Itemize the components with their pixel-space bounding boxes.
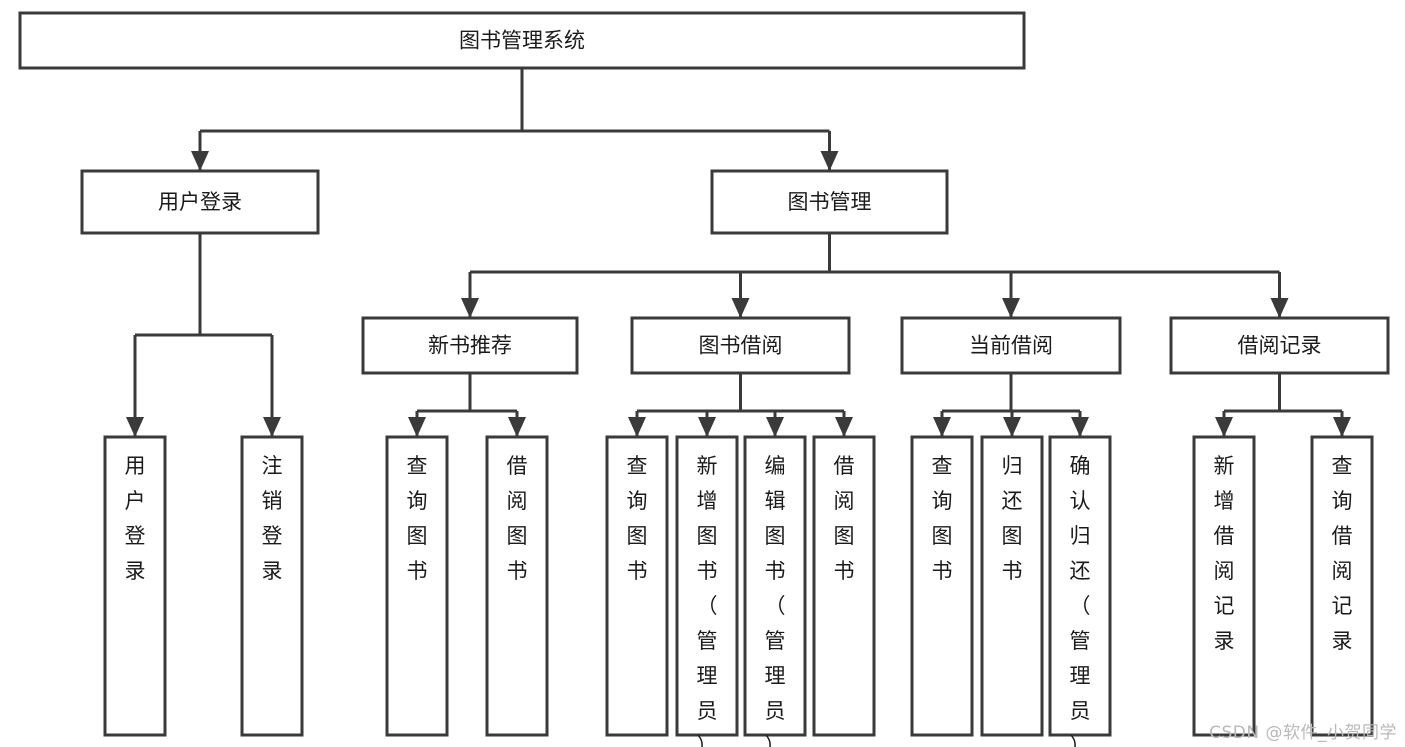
node-box[interactable] xyxy=(812,435,876,737)
node-label: 编辑图书（管理员） xyxy=(765,454,786,747)
node-查询图书[interactable]: 查询图书 xyxy=(385,435,449,737)
node-新增图书管理员[interactable]: 新增图书（管理员） xyxy=(675,435,739,747)
arrow-head-icon xyxy=(408,417,426,437)
node-label: 新增图书（管理员） xyxy=(697,454,718,747)
node-编辑图书管理员[interactable]: 编辑图书（管理员） xyxy=(743,435,807,747)
node-label: 查询图书 xyxy=(932,454,953,583)
node-box[interactable] xyxy=(385,435,449,737)
node-box[interactable] xyxy=(710,169,949,235)
connector-layer xyxy=(126,68,1351,437)
arrow-head-icon xyxy=(1215,417,1233,437)
arrow-head-icon xyxy=(933,417,951,437)
node-box[interactable] xyxy=(1310,435,1374,737)
arrow-head-icon xyxy=(835,417,853,437)
arrow-head-icon xyxy=(461,298,479,318)
arrow-head-icon xyxy=(508,417,526,437)
arrow-head-icon xyxy=(1003,417,1021,437)
node-查询图书[interactable]: 查询图书 xyxy=(605,435,669,737)
node-借阅图书[interactable]: 借阅图书 xyxy=(812,435,876,737)
node-box[interactable] xyxy=(1048,435,1112,737)
arrow-head-icon xyxy=(1270,298,1289,318)
node-确认归还管理员[interactable]: 确认归还（管理员） xyxy=(1048,435,1112,747)
node-box[interactable] xyxy=(18,11,1026,70)
node-图书管理[interactable]: 图书管理 xyxy=(710,169,949,235)
node-新书推荐[interactable]: 新书推荐 xyxy=(361,316,579,375)
node-label: 确认归还（管理员） xyxy=(1070,454,1091,747)
node-label: 用户登录 xyxy=(125,454,146,583)
arrow-head-icon xyxy=(766,417,784,437)
arrow-head-icon xyxy=(126,417,144,437)
arrow-head-icon xyxy=(698,417,716,437)
arrow-head-icon xyxy=(263,417,281,437)
arrow-head-icon xyxy=(628,417,646,437)
node-box[interactable] xyxy=(103,435,167,737)
node-box[interactable] xyxy=(675,435,739,737)
node-box[interactable] xyxy=(605,435,669,737)
node-label: 查询借阅记录 xyxy=(1332,454,1353,653)
node-box[interactable] xyxy=(80,169,320,235)
node-box[interactable] xyxy=(1169,316,1390,375)
arrow-head-icon xyxy=(1333,417,1351,437)
node-box[interactable] xyxy=(980,435,1044,737)
node-box[interactable] xyxy=(485,435,549,737)
node-新增借阅记录[interactable]: 新增借阅记录 xyxy=(1192,435,1256,737)
node-label: 图书管理 xyxy=(788,190,872,214)
node-layer: 图书管理系统用户登录用户登录注销登录图书管理新书推荐查询图书借阅图书图书借阅查询… xyxy=(18,11,1390,747)
node-box[interactable] xyxy=(900,316,1122,375)
node-box[interactable] xyxy=(743,435,807,737)
node-label: 用户登录 xyxy=(158,190,242,214)
node-label: 图书管理系统 xyxy=(459,29,585,53)
node-图书借阅[interactable]: 图书借阅 xyxy=(630,316,851,375)
node-当前借阅[interactable]: 当前借阅 xyxy=(900,316,1122,375)
arrow-head-icon xyxy=(731,298,750,318)
node-label: 当前借阅 xyxy=(969,334,1053,358)
node-box[interactable] xyxy=(630,316,851,375)
node-图书管理系统[interactable]: 图书管理系统 xyxy=(18,11,1026,70)
node-box[interactable] xyxy=(910,435,974,737)
node-box[interactable] xyxy=(240,435,304,737)
node-label: 查询图书 xyxy=(407,454,428,583)
node-label: 归还图书 xyxy=(1002,454,1023,583)
arrow-head-icon xyxy=(1002,298,1020,318)
node-box[interactable] xyxy=(361,316,579,375)
csdn-watermark: CSDN @软件_小贺同学 xyxy=(1209,723,1397,743)
node-注销登录[interactable]: 注销登录 xyxy=(240,435,304,737)
node-label: 借阅图书 xyxy=(834,454,855,583)
node-label: 图书借阅 xyxy=(699,334,783,358)
node-label: 新增借阅记录 xyxy=(1214,454,1235,653)
node-用户登录[interactable]: 用户登录 xyxy=(103,435,167,737)
node-label: 注销登录 xyxy=(262,454,283,583)
node-label: 查询图书 xyxy=(627,454,648,583)
node-label: 新书推荐 xyxy=(428,334,512,358)
arrow-head-icon xyxy=(191,151,209,171)
node-借阅记录[interactable]: 借阅记录 xyxy=(1169,316,1390,375)
node-查询借阅记录[interactable]: 查询借阅记录 xyxy=(1310,435,1374,737)
node-label: 借阅图书 xyxy=(507,454,528,583)
node-借阅图书[interactable]: 借阅图书 xyxy=(485,435,549,737)
node-查询图书[interactable]: 查询图书 xyxy=(910,435,974,737)
node-用户登录[interactable]: 用户登录 xyxy=(80,169,320,235)
node-归还图书[interactable]: 归还图书 xyxy=(980,435,1044,737)
arrow-head-icon xyxy=(820,151,839,171)
node-label: 借阅记录 xyxy=(1238,334,1322,358)
arrow-head-icon xyxy=(1071,417,1089,437)
node-box[interactable] xyxy=(1192,435,1256,737)
